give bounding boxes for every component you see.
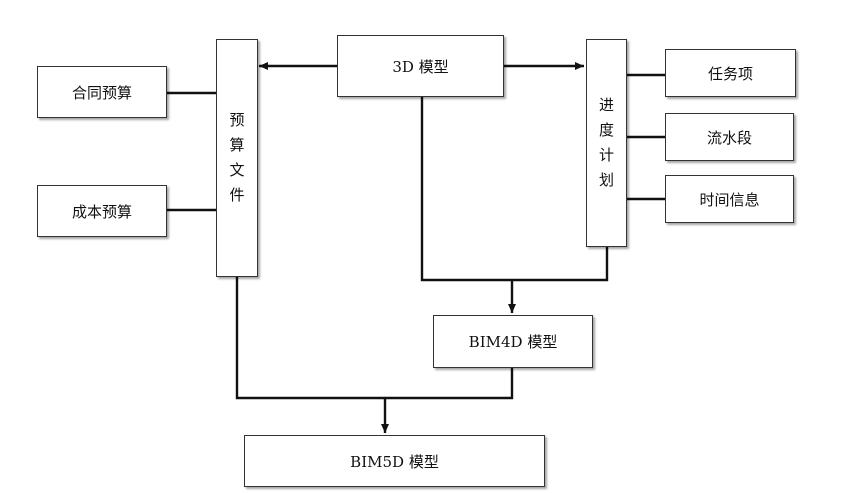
node-time-info-label: 时间信息 [699, 190, 760, 209]
node-schedule-char: 划 [598, 171, 614, 189]
line-budget-to-bim5d [235, 277, 514, 400]
node-bim4d-model-label: BIM4D 模型 [468, 333, 558, 351]
node-bim5d-model: BIM5D 模型 [244, 435, 545, 487]
node-time-info: 时间信息 [665, 175, 794, 223]
node-schedule-char: 度 [598, 121, 614, 139]
node-budget-file-char: 件 [229, 186, 245, 204]
node-schedule-char: 进 [598, 96, 614, 114]
node-schedule-char: 计 [598, 146, 614, 164]
node-flow-segment-label: 流水段 [706, 128, 752, 147]
node-contract-budget-label: 合同预算 [71, 83, 132, 102]
node-budget-file: 预 算 文 件 [216, 39, 258, 277]
node-budget-file-char: 预 [229, 111, 245, 129]
node-budget-file-char: 算 [229, 136, 245, 154]
line-3d-to-bim4d [420, 97, 609, 282]
node-contract-budget: 合同预算 [37, 66, 167, 118]
node-task-item: 任务项 [665, 49, 796, 97]
node-flow-segment: 流水段 [665, 113, 794, 161]
node-schedule: 进 度 计 划 [586, 39, 627, 247]
node-cost-budget-label: 成本预算 [71, 202, 132, 221]
node-task-item-label: 任务项 [707, 64, 753, 83]
node-bim5d-model-label: BIM5D 模型 [350, 452, 439, 471]
node-3d-model-label: 3D 模型 [392, 57, 449, 76]
node-bim4d-model: BIM4D 模型 [433, 315, 593, 368]
node-3d-model: 3D 模型 [337, 35, 504, 97]
node-budget-file-char: 文 [229, 161, 245, 179]
node-cost-budget: 成本预算 [37, 185, 167, 237]
